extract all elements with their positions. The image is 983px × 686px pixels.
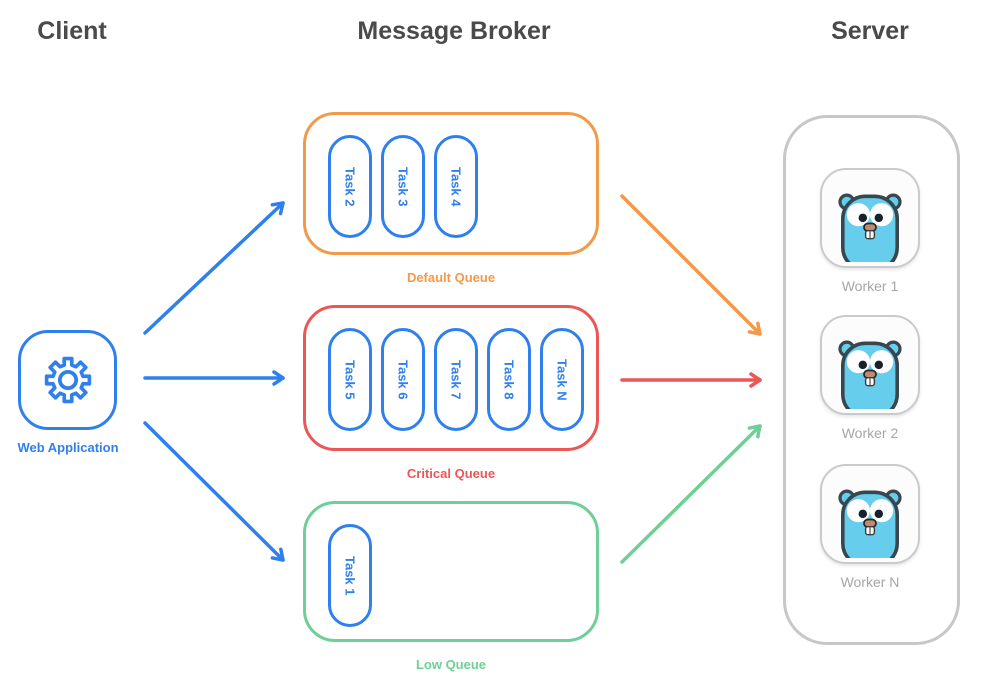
task-label: Task 7 xyxy=(448,359,464,400)
arrow-webapp-to-low-queue xyxy=(143,421,285,562)
server-heading: Server xyxy=(831,17,909,45)
task-pill: Task 8 xyxy=(487,328,531,431)
task-pill: Task 2 xyxy=(328,135,372,238)
task-label: Task 6 xyxy=(395,359,411,400)
arrow-webapp-to-default-queue xyxy=(143,201,285,335)
web-application-label: Web Application xyxy=(17,440,119,455)
task-label: Task 8 xyxy=(501,359,517,400)
critical-queue-label: Critical Queue xyxy=(406,466,496,481)
task-pill: Task 3 xyxy=(381,135,425,238)
task-pill: Task 5 xyxy=(328,328,372,431)
task-label: Task 2 xyxy=(342,166,358,207)
task-pill: Task 1 xyxy=(328,524,372,627)
default-queue: Task 2 Task 3 Task 4 xyxy=(303,112,599,255)
task-label: Task N xyxy=(554,358,570,401)
task-label: Task 1 xyxy=(342,555,358,596)
worker-node xyxy=(820,168,920,268)
worker-label: Worker 1 xyxy=(841,278,899,294)
critical-queue: Task 5 Task 6 Task 7 Task 8 Task N xyxy=(303,305,599,451)
client-heading: Client xyxy=(37,17,107,45)
low-queue-label: Low Queue xyxy=(415,657,487,672)
low-queue: Task 1 xyxy=(303,501,599,642)
gopher-icon xyxy=(838,193,902,262)
worker-label: Worker N xyxy=(840,574,900,590)
arrow-default-queue-to-workers xyxy=(620,194,762,336)
gopher-icon xyxy=(838,489,902,558)
web-application-node xyxy=(18,330,117,430)
task-pill: Task N xyxy=(540,328,584,431)
gear-icon xyxy=(44,356,91,404)
task-label: Task 3 xyxy=(395,166,411,207)
worker-label: Worker 2 xyxy=(841,425,899,441)
arrow-low-queue-to-workers xyxy=(620,424,762,564)
task-label: Task 5 xyxy=(342,359,358,400)
task-pill: Task 7 xyxy=(434,328,478,431)
message-broker-heading: Message Broker xyxy=(357,17,551,45)
task-pill: Task 4 xyxy=(434,135,478,238)
default-queue-label: Default Queue xyxy=(406,270,496,285)
worker-node xyxy=(820,464,920,564)
task-pill: Task 6 xyxy=(381,328,425,431)
gopher-icon xyxy=(838,340,902,409)
worker-node xyxy=(820,315,920,415)
task-label: Task 4 xyxy=(448,166,464,207)
